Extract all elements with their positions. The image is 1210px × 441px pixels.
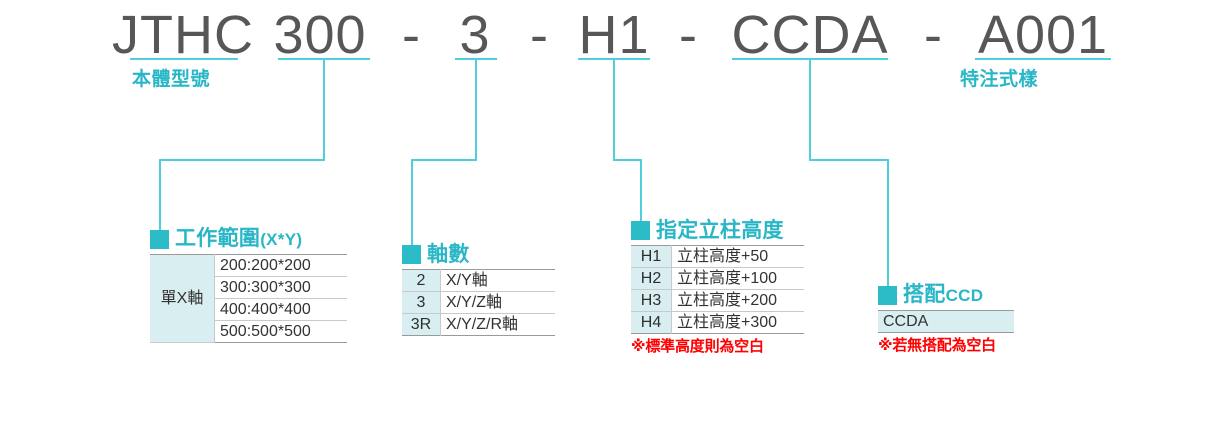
model-dash-3: - <box>679 5 697 65</box>
table-row: 3 X/Y/Z軸 <box>402 291 555 314</box>
model-dash-1: - <box>402 5 420 65</box>
group-axis-count: 軸數 2 X/Y軸 3 X/Y/Z軸 3R X/Y/Z/R軸 <box>402 244 555 336</box>
model-dash-4: - <box>924 5 942 65</box>
column-height-note: ※標準高度則為空白 <box>631 338 764 355</box>
ccd-note: ※若無搭配為空白 <box>878 337 996 354</box>
group-work-range: 工作範圍(X*Y) 單X軸 200:200*200 300:300*300 40… <box>150 228 347 343</box>
column-height-table: H1 立柱高度+50 H2 立柱高度+100 H3 立柱高度+200 H4 立柱… <box>631 245 804 334</box>
group-axis-count-title: 軸數 <box>427 243 470 266</box>
square-marker-icon <box>878 285 897 305</box>
column-height-key: H3 <box>631 289 672 312</box>
work-range-value: 200:200*200 <box>214 254 347 277</box>
token-rule-custom <box>975 58 1111 60</box>
model-token-ccd: CCDA <box>731 5 889 65</box>
group-ccd-title: 搭配 <box>903 283 946 306</box>
work-range-value: 300:300*300 <box>214 276 347 299</box>
caption-body-model: 本體型號 <box>132 69 211 90</box>
token-rule-range <box>278 58 370 60</box>
table-row: H3 立柱高度+200 <box>631 289 804 312</box>
table-row: CCDA <box>878 310 1014 333</box>
ccd-value: CCDA <box>878 310 1014 333</box>
model-token-axis: 3 <box>459 5 491 65</box>
table-row: 500:500*500 <box>150 320 347 343</box>
work-range-value: 400:400*400 <box>214 298 347 321</box>
axis-count-value: X/Y軸 <box>440 269 555 292</box>
group-column-height: 指定立柱高度 H1 立柱高度+50 H2 立柱高度+100 H3 立柱高度+20… <box>631 220 804 356</box>
group-ccd-subtitle: CCD <box>945 286 984 305</box>
leader-column-height <box>613 59 642 224</box>
group-work-range-header: 工作範圍(X*Y) <box>150 228 347 250</box>
token-rule-height <box>578 58 650 60</box>
square-marker-icon <box>631 221 650 240</box>
model-token-height: H1 <box>578 5 650 65</box>
column-height-key: H1 <box>631 245 672 268</box>
square-marker-icon <box>402 245 421 264</box>
axis-count-value: X/Y/Z/R軸 <box>440 313 555 336</box>
table-row: H1 立柱高度+50 <box>631 245 804 268</box>
token-rule-ccd <box>732 58 888 60</box>
table-row: H4 立柱高度+300 <box>631 311 804 334</box>
table-row: 300:300*300 <box>150 276 347 299</box>
leader-ccd <box>809 59 889 288</box>
group-column-height-title: 指定立柱高度 <box>656 219 784 242</box>
column-height-key: H2 <box>631 267 672 290</box>
square-marker-icon <box>150 229 169 249</box>
table-row: H2 立柱高度+100 <box>631 267 804 290</box>
axis-count-key: 3 <box>402 291 441 314</box>
work-range-value: 500:500*500 <box>214 320 347 343</box>
work-range-merge-label: 單X軸 <box>150 254 215 343</box>
column-height-value: 立柱高度+300 <box>671 311 804 334</box>
group-ccd-header: 搭配CCD <box>878 284 1014 306</box>
column-height-value: 立柱高度+100 <box>671 267 804 290</box>
group-column-height-header: 指定立柱高度 <box>631 220 804 241</box>
group-work-range-title: 工作範圍 <box>175 227 261 250</box>
axis-count-key: 3R <box>402 313 441 336</box>
axis-count-table: 2 X/Y軸 3 X/Y/Z軸 3R X/Y/Z/R軸 <box>402 269 555 336</box>
model-token-body: JTHC <box>112 5 254 65</box>
group-work-range-subtitle: (X*Y) <box>260 230 303 249</box>
group-axis-count-header: 軸數 <box>402 244 555 265</box>
table-row: 3R X/Y/Z/R軸 <box>402 313 555 336</box>
table-row: 400:400*400 <box>150 298 347 321</box>
token-rule-axis <box>455 58 497 60</box>
column-height-value: 立柱高度+50 <box>671 245 804 268</box>
axis-count-key: 2 <box>402 269 441 292</box>
model-dash-2: - <box>530 5 548 65</box>
leader-axis-count <box>411 59 477 248</box>
column-height-value: 立柱高度+200 <box>671 289 804 312</box>
ccd-table: CCDA <box>878 310 1014 333</box>
work-range-table: 單X軸 200:200*200 300:300*300 400:400*400 … <box>150 254 347 343</box>
token-rule-body <box>130 58 238 60</box>
caption-custom-spec: 特注式樣 <box>960 69 1039 90</box>
model-token-range: 300 <box>273 5 367 65</box>
group-ccd: 搭配CCD CCDA ※若無搭配為空白 <box>878 284 1014 355</box>
axis-count-value: X/Y/Z軸 <box>440 291 555 314</box>
column-height-key: H4 <box>631 311 672 334</box>
table-row: 2 X/Y軸 <box>402 269 555 292</box>
model-token-custom: A001 <box>977 5 1109 65</box>
table-row: 單X軸 200:200*200 <box>150 254 347 343</box>
